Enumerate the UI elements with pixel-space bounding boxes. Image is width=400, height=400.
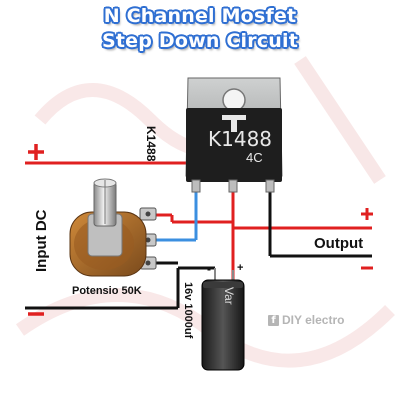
mosfet-lead-gate [191,179,201,193]
mosfet-side-label: K1488 [144,126,158,162]
title-line-2: Step Down Circuit [102,30,298,52]
capacitor-body-text: Var [222,287,236,305]
toshiba-t-logo-icon [222,115,246,132]
mosfet-mount-hole [222,88,246,112]
watermark: f DIY electro [268,313,344,327]
mosfet-transistor [185,77,283,193]
input-negative-wire [25,261,215,310]
input-plus-mark [28,144,44,160]
mosfet-lead-drain [228,179,238,193]
capacitor-plus-mark: + [237,262,244,274]
mosfet-body-label: K1488 [208,127,273,151]
watermark-text: DIY electro [282,313,345,327]
capacitor-label: 16v 1000uf [182,282,194,339]
electrolytic-capacitor [201,268,245,371]
input-positive-wire [25,161,198,180]
source-negative-wire [268,190,372,258]
output-label: Output [314,235,364,252]
mosfet-lead-source [265,179,275,193]
facebook-icon: f [268,314,279,326]
title-line-1: N Channel Mosfet [103,5,297,27]
gate-signal-wire [152,190,198,242]
input-dc-label: Input DC [33,209,50,272]
pot-to-drain-wire [152,213,233,224]
mosfet-code-label: 4C [246,150,263,165]
output-plus-mark [361,208,373,220]
drain-positive-wire [231,190,372,280]
potentiometer-label: Potensio 50K [72,285,142,297]
capacitor-minus-mark: - [207,262,211,276]
capacitor-body [201,279,245,371]
mosfet-body [186,108,282,182]
potentiometer [69,178,157,277]
